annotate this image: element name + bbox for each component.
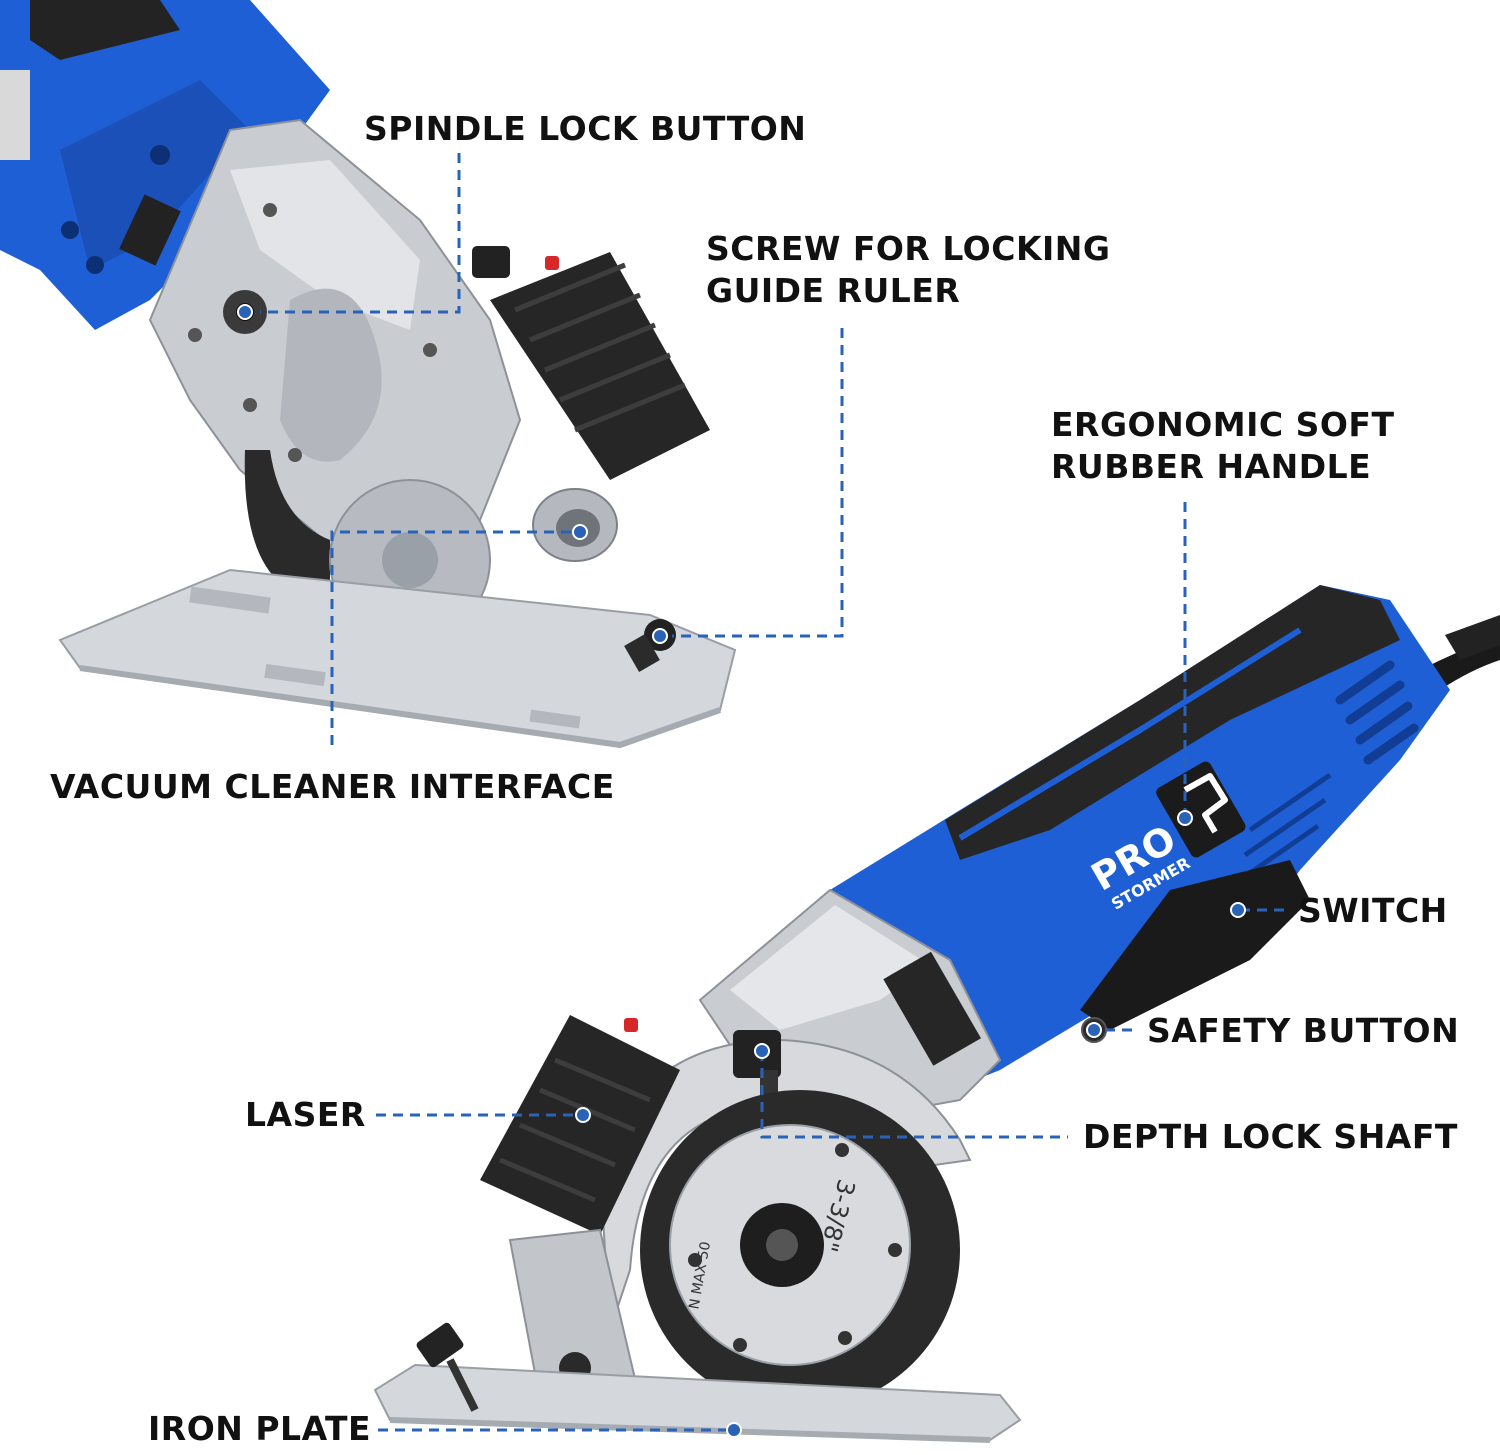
top-saw-base-slot xyxy=(529,709,581,729)
dot-screw-locking-guide-ruler xyxy=(652,628,668,644)
bottom-saw-laser-button xyxy=(624,1018,638,1032)
dot-spindle-lock-button xyxy=(237,304,253,320)
label-line: ERGONOMIC SOFT xyxy=(1051,405,1395,444)
bottom-saw-blade-hole xyxy=(733,1338,747,1352)
bottom-saw-plate-knob xyxy=(416,1322,464,1368)
top-saw-base-plate-rim xyxy=(79,665,721,749)
bottom-saw-rubber-grip xyxy=(945,585,1400,860)
top-saw-guide-ruler-knob xyxy=(624,634,660,672)
top-saw-laser-button xyxy=(545,256,559,270)
bottom-saw-logo-badge xyxy=(1156,761,1246,858)
label-line: VACUUM CLEANER INTERFACE xyxy=(50,767,615,806)
bottom-saw-blade-hole xyxy=(835,1143,849,1157)
top-saw-laser-ridges xyxy=(514,262,686,433)
leader-vacuum-cleaner-interface xyxy=(330,530,578,745)
bottom-saw-vents xyxy=(1335,660,1419,765)
bottom-saw-laser-box xyxy=(480,1015,680,1235)
top-saw xyxy=(0,0,737,749)
top-saw-black-clip xyxy=(119,194,181,266)
bottom-saw-blade-hole xyxy=(688,1253,702,1267)
bottom-saw-cord-strain xyxy=(1445,615,1500,660)
dot-depth-lock-shaft xyxy=(754,1043,770,1059)
bottom-saw-plate-stem xyxy=(446,1358,479,1412)
label-switch: SWITCH xyxy=(1298,890,1448,932)
label-laser: LASER xyxy=(245,1094,366,1136)
bottom-saw-laser-ridges xyxy=(499,1057,651,1203)
label-spindle-lock-button: SPINDLE LOCK BUTTON xyxy=(364,108,806,150)
bottom-saw-switch-housing xyxy=(1080,860,1310,1030)
top-saw-screw xyxy=(263,203,277,217)
dot-ergonomic-soft-rubber-handle xyxy=(1177,810,1193,826)
dot-safety-button xyxy=(1086,1022,1102,1038)
label-line: LASER xyxy=(245,1095,366,1134)
label-line: RUBBER HANDLE xyxy=(1051,447,1372,486)
bottom-saw-gearbox-highlight xyxy=(730,905,930,1030)
bottom-saw-blade-hole xyxy=(838,1331,852,1345)
dot-iron-plate xyxy=(726,1422,742,1438)
bottom-saw-logo-mark xyxy=(1183,773,1228,834)
top-saw-label-plate xyxy=(0,70,30,160)
label-line: DEPTH LOCK SHAFT xyxy=(1083,1117,1458,1156)
bottom-saw-blade-hole xyxy=(888,1243,902,1257)
label-line: GUIDE RULER xyxy=(706,271,961,310)
label-line: IRON PLATE xyxy=(148,1409,372,1448)
top-saw-base-slot xyxy=(189,586,271,614)
bottom-saw-grip-highlight xyxy=(958,627,1302,841)
label-depth-lock-shaft: DEPTH LOCK SHAFT xyxy=(1083,1116,1458,1158)
top-saw-vent-hole xyxy=(86,256,104,274)
callout-leader-lines xyxy=(260,153,1288,1432)
leader-screw-locking-guide-ruler xyxy=(672,328,844,638)
dot-laser xyxy=(575,1107,591,1123)
top-saw-guard-highlight xyxy=(230,160,420,330)
bottom-saw-handle-body xyxy=(830,585,1450,1090)
top-saw-screw xyxy=(188,328,202,342)
top-saw-screw xyxy=(423,343,437,357)
top-saw-blade-hub xyxy=(382,532,438,588)
label-screw-locking-guide-ruler: SCREW FOR LOCKING GUIDE RULER xyxy=(706,228,1111,312)
top-saw-vent-hole xyxy=(61,221,79,239)
top-saw-vent-hole xyxy=(150,145,170,165)
top-saw-housing-shade xyxy=(60,80,250,270)
label-line: SCREW FOR LOCKING xyxy=(706,229,1111,268)
bottom-saw-gearbox-black-panel xyxy=(883,951,981,1066)
label-safety-button: SAFETY BUTTON xyxy=(1147,1010,1459,1052)
label-line: SPINDLE LOCK BUTTON xyxy=(364,109,807,148)
label-line: SAFETY BUTTON xyxy=(1147,1011,1460,1050)
label-vacuum-cleaner-interface: VACUUM CLEANER INTERFACE xyxy=(50,766,615,808)
top-saw-base-slot xyxy=(264,663,326,687)
dot-switch xyxy=(1230,902,1246,918)
top-saw-screw xyxy=(288,448,302,462)
label-ergonomic-soft-rubber-handle: ERGONOMIC SOFT RUBBER HANDLE xyxy=(1051,404,1394,488)
top-saw-screw xyxy=(243,398,257,412)
top-saw-depth-knob xyxy=(472,246,510,278)
top-saw-guard-slot xyxy=(280,288,382,462)
top-saw-grip-band xyxy=(30,0,180,60)
top-saw-laser-box xyxy=(490,252,710,480)
callout-dots xyxy=(237,304,1246,1438)
dot-vacuum-cleaner-interface xyxy=(572,524,588,540)
leader-depth-lock-shaft xyxy=(760,1051,1068,1139)
bottom-saw-blade-arbor-center xyxy=(766,1229,798,1261)
leader-spindle-lock-button xyxy=(260,153,461,314)
label-line: SWITCH xyxy=(1298,891,1448,930)
label-iron-plate: IRON PLATE xyxy=(148,1408,371,1450)
top-saw-blade xyxy=(244,450,330,600)
